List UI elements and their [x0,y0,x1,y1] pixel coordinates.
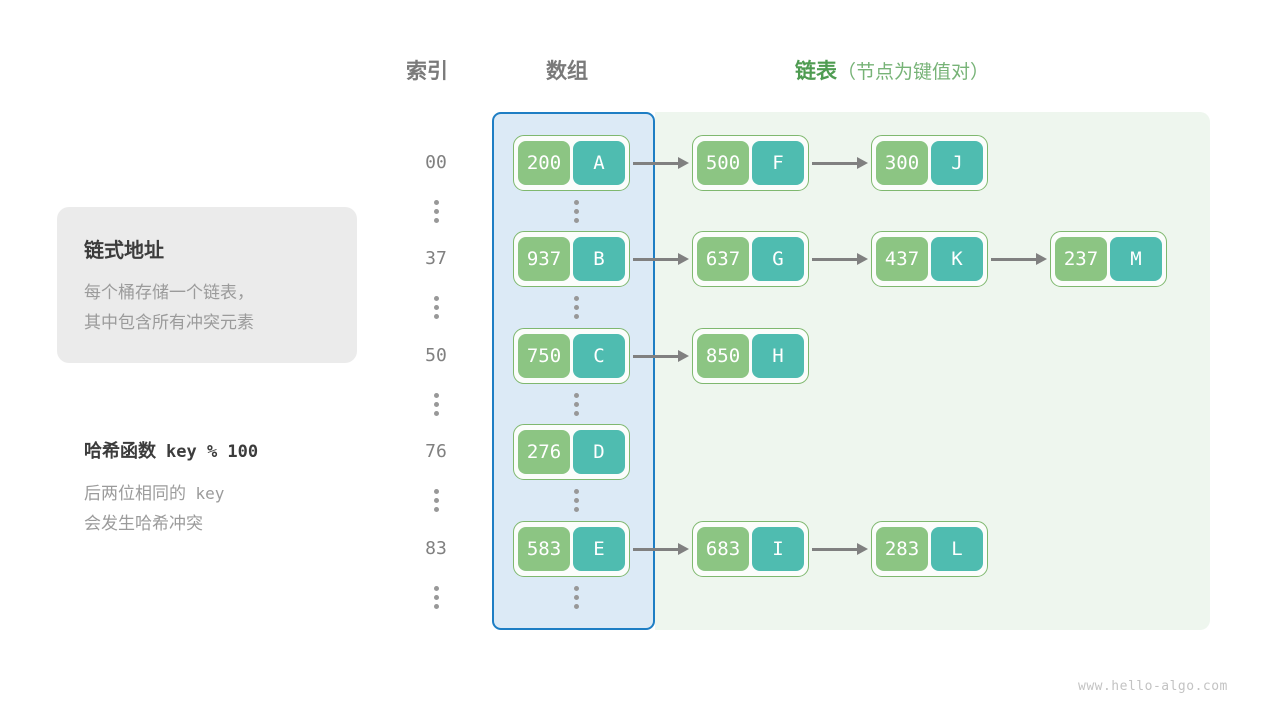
array-ellipsis [571,296,581,319]
bucket-index-label: 00 [425,152,447,173]
info-card-line-1: 每个桶存储一个链表， [84,283,254,302]
node-key: 850 [697,334,749,378]
node-value: F [752,141,804,185]
index-ellipsis [431,393,441,416]
bucket-index-label: 50 [425,345,447,366]
node-value: G [752,237,804,281]
column-header-linkedlist-main: 链表 [795,60,837,83]
node-key: 683 [697,527,749,571]
info-card [57,207,357,363]
node-value: J [931,141,983,185]
arrow-head [857,157,868,169]
next-pointer-arrow [812,157,868,169]
arrow-shaft [812,161,857,165]
index-ellipsis [431,489,441,512]
array-ellipsis [571,200,581,223]
next-pointer-arrow [633,543,689,555]
arrow-head [678,350,689,362]
arrow-shaft [812,547,857,551]
bucket-index-label: 76 [425,441,447,462]
node-key: 283 [876,527,928,571]
hash-function-label: 哈希函数 [84,441,156,461]
arrow-head [857,253,868,265]
node-key: 750 [518,334,570,378]
index-ellipsis [431,200,441,223]
arrow-shaft [812,257,857,261]
node-value: D [573,430,625,474]
node-value: E [573,527,625,571]
arrow-head [678,253,689,265]
hash-function-note: 后两位相同的 key 会发生哈希冲突 [84,479,224,539]
hash-function-title: 哈希函数 key % 100 [84,437,258,463]
column-header-array: 数组 [546,60,588,83]
node-key: 300 [876,141,928,185]
arrow-shaft [633,354,678,358]
node-value: C [573,334,625,378]
arrow-head [1036,253,1047,265]
next-pointer-arrow [991,253,1047,265]
arrow-shaft [991,257,1036,261]
node-value: K [931,237,983,281]
index-ellipsis [431,296,441,319]
hash-note-line-2: 会发生哈希冲突 [84,514,203,533]
hash-note-line-1-text: 后两位相同的 [84,484,186,503]
arrow-shaft [633,161,678,165]
node-key: 583 [518,527,570,571]
node-value: A [573,141,625,185]
array-ellipsis [571,393,581,416]
arrow-head [857,543,868,555]
hash-note-line-1-code: key [195,484,225,503]
next-pointer-arrow [633,350,689,362]
node-key: 276 [518,430,570,474]
bucket-index-label: 37 [425,248,447,269]
arrow-head [678,157,689,169]
info-card-body: 每个桶存储一个链表， 其中包含所有冲突元素 [84,278,254,338]
column-header-index: 索引 [406,60,448,83]
node-key: 437 [876,237,928,281]
node-value: H [752,334,804,378]
info-card-line-2: 其中包含所有冲突元素 [84,313,254,332]
node-value: M [1110,237,1162,281]
bucket-index-label: 83 [425,538,447,559]
next-pointer-arrow [633,157,689,169]
index-ellipsis [431,586,441,609]
node-key: 237 [1055,237,1107,281]
node-key: 200 [518,141,570,185]
next-pointer-arrow [633,253,689,265]
hash-note-line-1: 后两位相同的 key [84,479,224,509]
node-value: B [573,237,625,281]
next-pointer-arrow [812,543,868,555]
node-key: 937 [518,237,570,281]
arrow-head [678,543,689,555]
next-pointer-arrow [812,253,868,265]
watermark: www.hello-algo.com [1078,679,1228,694]
array-ellipsis [571,489,581,512]
node-key: 637 [697,237,749,281]
info-card-title: 链式地址 [84,240,164,262]
arrow-shaft [633,547,678,551]
node-value: I [752,527,804,571]
array-ellipsis [571,586,581,609]
arrow-shaft [633,257,678,261]
node-key: 500 [697,141,749,185]
node-value: L [931,527,983,571]
hash-function-expression: key % 100 [166,442,259,462]
column-header-linkedlist-sub: （节点为键值对） [837,62,990,83]
column-header-linkedlist: 链表（节点为键值对） [795,55,989,85]
